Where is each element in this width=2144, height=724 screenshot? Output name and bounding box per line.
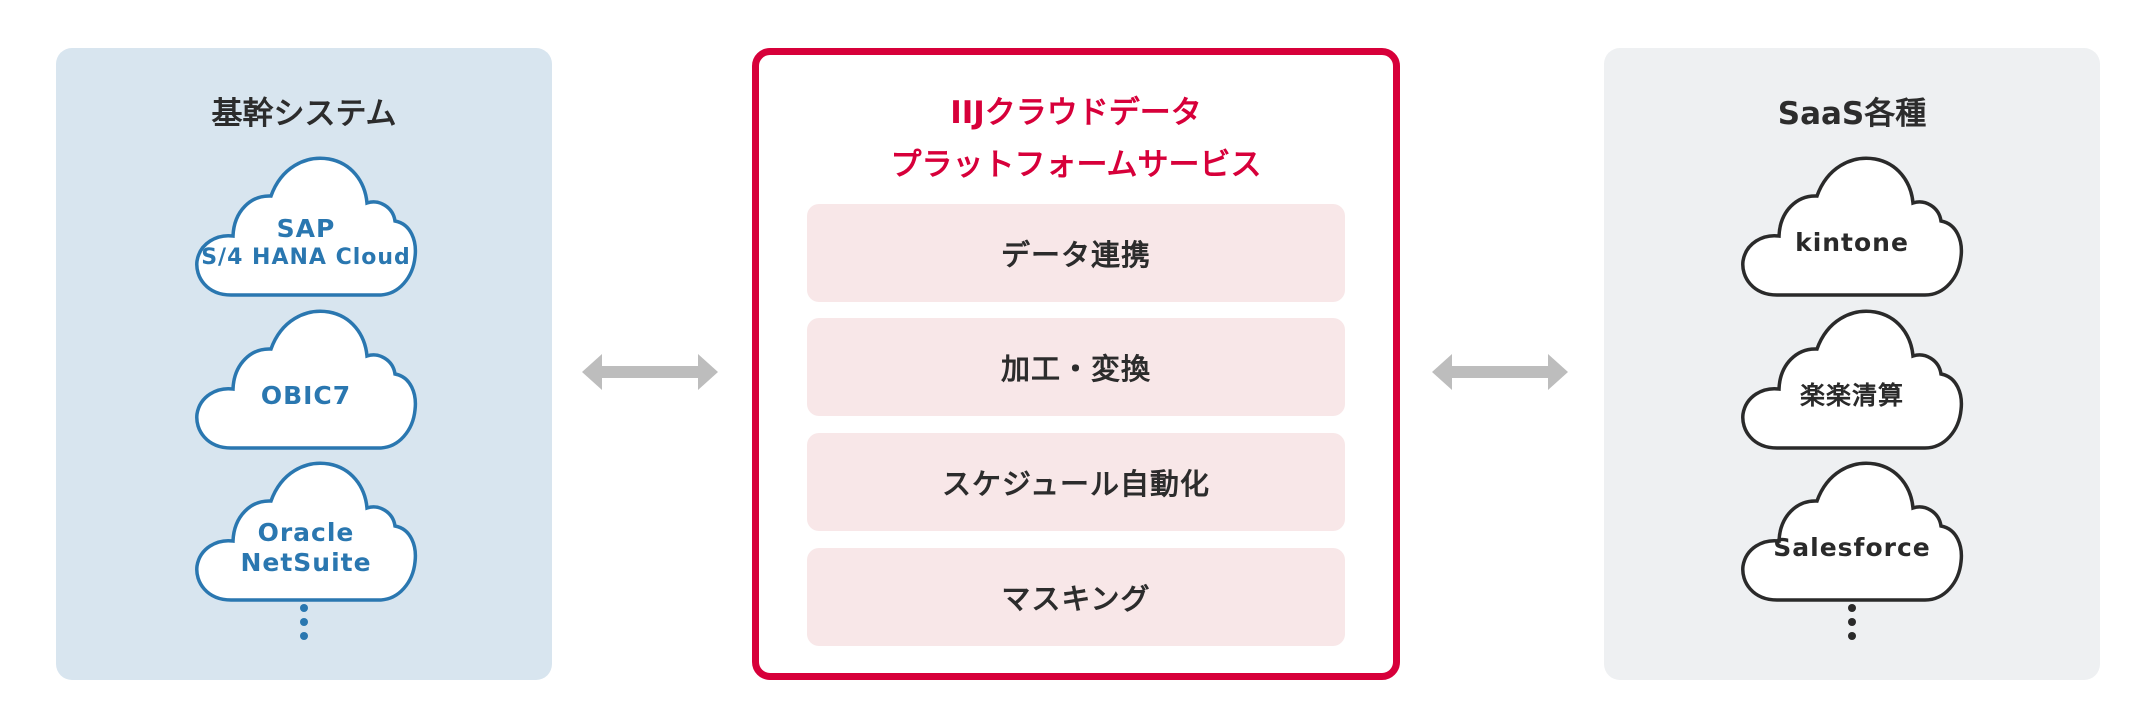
cloud-label-line: 楽楽清算 — [1799, 381, 1904, 410]
cloud-label-line: Oracle — [257, 518, 355, 547]
cloud-label-line: kintone — [1795, 228, 1909, 257]
feature-schedule-automation: スケジュール自動化 — [807, 433, 1345, 531]
cloud-icon — [1741, 309, 1964, 450]
vertical-ellipsis-icon — [300, 604, 308, 646]
platform-title: IIJクラウドデータ プラットフォームサービス — [759, 87, 1393, 191]
cloud-label-line: S/4 HANA Cloud — [201, 245, 411, 270]
oracle-netsuite-cloud: Oracle NetSuite — [193, 456, 419, 604]
saas-panel: SaaS各種 kintone 楽楽清算 Salesforce — [1604, 48, 2100, 680]
rakuraku-cloud: 楽楽清算 — [1739, 304, 1965, 452]
core-systems-panel: 基幹システム SAP S/4 HANA Cloud OBIC7 Oracle N… — [56, 48, 552, 680]
feature-data-integration: データ連携 — [807, 204, 1345, 302]
cloud-label-line: NetSuite — [240, 548, 372, 577]
feature-processing-conversion: 加工・変換 — [807, 318, 1345, 416]
cloud-label-line: SAP — [276, 214, 336, 243]
salesforce-cloud: Salesforce — [1739, 456, 1965, 604]
cloud-label-line: OBIC7 — [260, 381, 352, 410]
cloud-icon — [1741, 156, 1964, 297]
double-arrow-icon — [1432, 354, 1568, 390]
kintone-cloud: kintone — [1739, 151, 1965, 299]
platform-title-line: プラットフォームサービス — [890, 147, 1262, 183]
platform-title-line: IIJクラウドデータ — [950, 95, 1202, 131]
cloud-label-line: Salesforce — [1773, 533, 1931, 562]
feature-masking: マスキング — [807, 548, 1345, 646]
core-systems-title: 基幹システム — [211, 96, 397, 132]
saas-title: SaaS各種 — [1777, 96, 1927, 132]
double-arrow-icon — [582, 354, 718, 390]
cloud-icon — [195, 461, 418, 602]
cloud-icon — [195, 309, 418, 450]
cloud-icon — [1741, 461, 1964, 602]
cloud-icon — [195, 156, 418, 297]
vertical-ellipsis-icon — [1848, 604, 1856, 646]
platform-panel: IIJクラウドデータ プラットフォームサービス データ連携 加工・変換 スケジュ… — [752, 48, 1400, 680]
sap-cloud: SAP S/4 HANA Cloud — [193, 151, 419, 299]
obic7-cloud: OBIC7 — [193, 304, 419, 452]
